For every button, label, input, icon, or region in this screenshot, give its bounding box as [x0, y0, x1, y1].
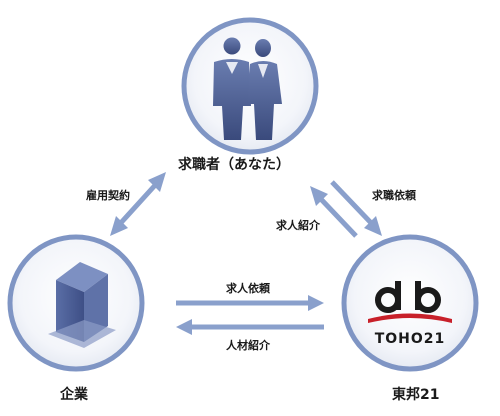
employment-contract-arrow [110, 172, 166, 236]
job-order-label: 求人依頼 [226, 282, 270, 295]
job-introduction-arrow [310, 186, 358, 238]
company-label: 企業 [60, 387, 88, 403]
job-order-arrow [176, 295, 324, 311]
toho21-logo [368, 281, 452, 323]
business-people-icon [213, 37, 282, 140]
job-request-arrow [330, 180, 382, 236]
company-node [7, 234, 145, 372]
job-introduction-label: 求人紹介 [276, 219, 320, 232]
job-request-label: 求職依頼 [372, 189, 416, 202]
agency-label: 東邦21 [392, 387, 440, 403]
job-seeker-node [181, 17, 319, 155]
employment-contract-label: 雇用契約 [86, 189, 130, 202]
toho21-logo-text: TOHO21 [375, 331, 446, 347]
talent-introduction-arrow [176, 319, 324, 335]
agency-node: TOHO21 [341, 234, 479, 372]
office-building-icon [48, 262, 116, 348]
arrows [110, 172, 382, 335]
talent-introduction-label: 人材紹介 [226, 339, 270, 352]
job-seeker-label: 求職者（あなた） [178, 157, 290, 173]
agency-circle [341, 234, 479, 372]
